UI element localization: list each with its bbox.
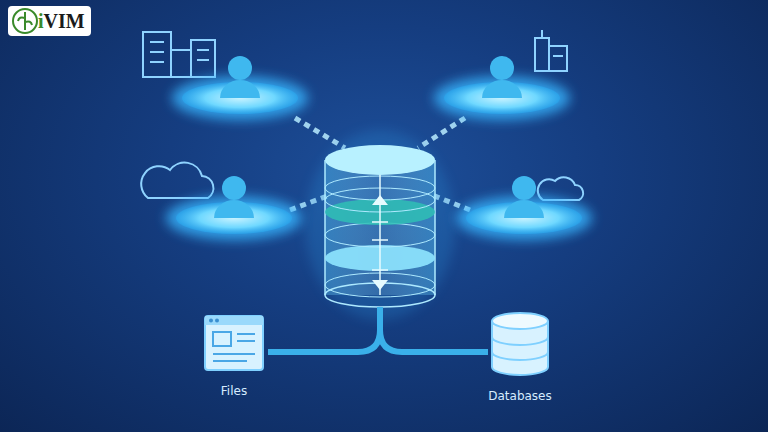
file-icon xyxy=(203,314,265,372)
file-node: Files xyxy=(203,314,265,398)
logo: iVIM xyxy=(8,6,91,36)
logo-text: iVIM xyxy=(38,10,85,33)
database-node: Databases xyxy=(488,311,552,403)
database-icon xyxy=(489,311,551,377)
logo-mark xyxy=(12,8,38,34)
node-label: Files xyxy=(221,384,247,398)
node-label: Databases xyxy=(488,389,552,403)
